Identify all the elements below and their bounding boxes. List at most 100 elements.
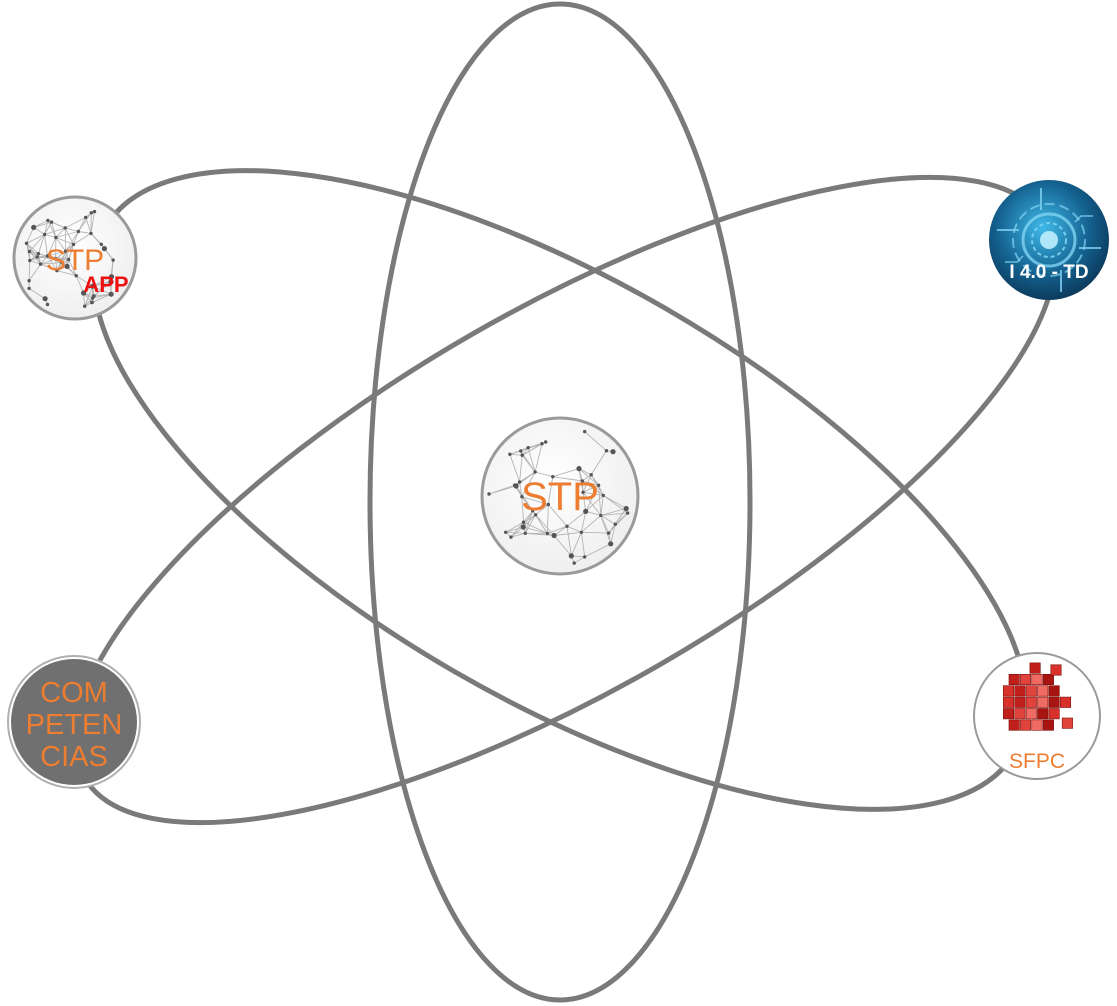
network-link — [566, 525, 582, 533]
network-link — [92, 293, 112, 303]
network-dot — [519, 449, 523, 453]
network-dot — [27, 249, 32, 254]
network-link — [515, 485, 534, 512]
network-dot — [487, 492, 491, 496]
stp-app-node-circle — [12, 195, 138, 321]
network-sphere-icon — [487, 429, 630, 565]
network-dot — [583, 555, 587, 559]
cube — [1050, 664, 1062, 676]
network-link — [521, 471, 536, 497]
cube — [1008, 673, 1020, 686]
network-link — [509, 447, 529, 455]
network-link — [534, 471, 553, 478]
network-link — [585, 510, 601, 516]
sfpc-node-circle — [973, 652, 1101, 780]
network-link — [68, 259, 77, 276]
network-dot — [551, 532, 557, 539]
network-dot — [45, 302, 50, 307]
network-dot — [589, 473, 593, 477]
network-link — [566, 526, 572, 556]
network-link — [582, 491, 604, 496]
network-dot — [517, 480, 522, 484]
network-link — [554, 531, 582, 536]
network-link — [570, 532, 582, 557]
network-link — [47, 220, 57, 238]
cube — [1025, 708, 1037, 720]
network-dot — [90, 283, 96, 289]
network-link — [26, 234, 45, 244]
cube — [1048, 696, 1060, 708]
network-link — [523, 526, 548, 534]
network-dot — [27, 286, 31, 291]
industry-node: I 4.0 - TD — [989, 180, 1109, 300]
industry-label: I 4.0 - TD — [1009, 262, 1088, 283]
network-dot — [64, 263, 70, 269]
network-link — [522, 514, 536, 528]
network-link — [546, 504, 549, 534]
network-dot — [27, 279, 31, 283]
network-dot — [108, 274, 115, 280]
network-dot — [613, 522, 617, 526]
cube — [1020, 673, 1032, 686]
network-link — [93, 281, 112, 297]
network-link — [600, 515, 610, 534]
network-link — [26, 243, 38, 258]
network-sphere-icon — [24, 209, 115, 308]
cube — [1020, 719, 1032, 731]
cube — [1048, 708, 1060, 720]
network-dot — [533, 470, 537, 474]
network-link — [584, 431, 607, 452]
network-link — [521, 496, 549, 505]
network-link — [55, 227, 66, 238]
network-link — [581, 531, 609, 534]
stp-app-node: STP APP — [12, 195, 138, 321]
network-link — [44, 234, 57, 238]
network-link — [56, 251, 67, 271]
cube — [1031, 673, 1043, 686]
network-link — [505, 531, 526, 534]
network-link — [585, 495, 604, 512]
network-dot — [99, 242, 103, 246]
network-link — [47, 255, 58, 271]
network-link — [37, 234, 46, 254]
network-dot — [604, 449, 609, 453]
cube — [1014, 685, 1026, 697]
center-node: STP — [480, 416, 640, 576]
sfpc-label: SFPC — [1009, 750, 1065, 773]
network-dot — [509, 535, 513, 539]
network-dot — [36, 252, 41, 256]
network-dot — [540, 442, 544, 446]
network-link — [523, 514, 536, 523]
network-link — [524, 514, 536, 534]
network-link — [56, 270, 77, 277]
network-link — [75, 275, 93, 287]
network-dot — [76, 229, 81, 234]
digital-technology-icon — [997, 188, 1101, 292]
sfpc-node: SFPC — [973, 652, 1101, 780]
network-dot — [83, 304, 87, 308]
network-link — [523, 521, 548, 534]
cube — [1002, 696, 1015, 708]
network-dot — [45, 254, 50, 258]
network-dot — [623, 505, 629, 512]
network-link — [582, 474, 592, 482]
network-link — [37, 253, 42, 265]
network-link — [614, 512, 629, 525]
network-link — [600, 515, 616, 525]
network-link — [55, 231, 79, 238]
network-link — [510, 526, 524, 538]
network-dot — [521, 520, 526, 524]
network-dot — [60, 260, 64, 265]
network-link — [55, 258, 58, 271]
network-link — [580, 532, 586, 557]
network-link — [55, 237, 66, 252]
network-link — [534, 443, 543, 473]
network-dot — [508, 452, 512, 456]
network-dot — [31, 224, 37, 230]
network-link — [582, 480, 599, 486]
network-link — [28, 263, 41, 281]
cube — [1061, 717, 1073, 729]
network-dot — [55, 268, 59, 273]
cube — [1014, 708, 1026, 720]
network-link — [523, 510, 534, 523]
